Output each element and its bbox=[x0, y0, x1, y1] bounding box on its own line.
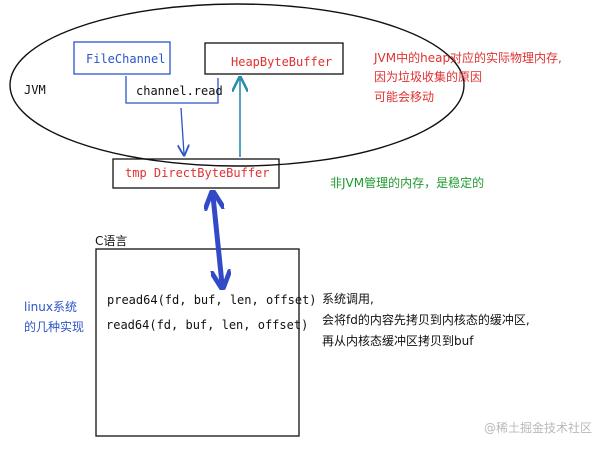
direct-byte-buffer-box bbox=[112, 158, 280, 189]
channel-read-box bbox=[125, 76, 219, 104]
syscall-note-line-1: 系统调用, bbox=[322, 292, 374, 306]
heap-byte-buffer-label: HeapByteBuffer bbox=[231, 55, 333, 69]
heap-byte-buffer-box bbox=[204, 42, 344, 75]
direct-c-bidirectional-arrow bbox=[213, 196, 222, 284]
syscall-note-line-2: 会将fd的内容先拷贝到内核态的缓冲区, bbox=[322, 313, 530, 327]
heap-note-line-2: 因为垃圾收集的原因 bbox=[374, 70, 483, 84]
linux-note-line-1: linux系统 bbox=[24, 300, 77, 314]
channel-read-to-direct-arrow bbox=[181, 107, 184, 154]
direct-note: 非JVM管理的内存，是稳定的 bbox=[330, 176, 485, 190]
file-channel-box bbox=[73, 41, 171, 75]
syscall-note-line-3: 再从内核态缓冲区拷贝到buf bbox=[322, 334, 474, 348]
jvm-ellipse bbox=[9, 3, 465, 167]
watermark: @稀土掘金技术社区 bbox=[484, 421, 593, 435]
heap-note-line-3: 可能会移动 bbox=[374, 90, 435, 104]
file-channel-label: FileChannel bbox=[86, 52, 166, 66]
c-language-label: C语言 bbox=[95, 234, 128, 248]
channel-read-label: channel.read bbox=[136, 84, 223, 98]
direct-byte-buffer-label: tmp DirectByteBuffer bbox=[125, 166, 270, 180]
pread64-call: pread64(fd, buf, len, offset) bbox=[107, 293, 317, 307]
read64-call: read64(fd, buf, len, offset) bbox=[106, 318, 309, 332]
c-language-box bbox=[95, 248, 300, 437]
jvm-label: JVM bbox=[24, 83, 46, 97]
linux-note-line-2: 的几种实现 bbox=[24, 320, 85, 334]
heap-note-line-1: JVM中的heap对应的实际物理内存, bbox=[374, 51, 562, 65]
